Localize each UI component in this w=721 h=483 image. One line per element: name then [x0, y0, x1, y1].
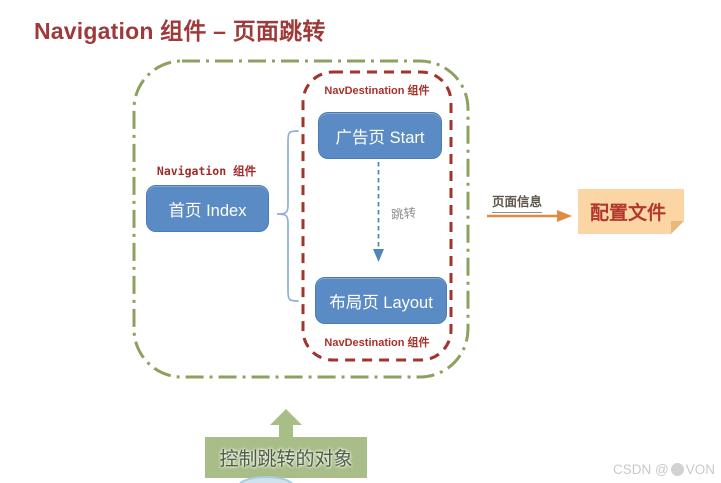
watermark: CSDN @ VON	[613, 462, 715, 477]
page-title: Navigation 组件 – 页面跳转	[34, 18, 326, 44]
brace-connector	[276, 130, 299, 302]
index-page-node: 首页 Index	[146, 185, 269, 232]
control-arrow-stem	[279, 424, 293, 438]
page-info-label: 页面信息	[492, 191, 543, 213]
note-folded-corner	[671, 221, 684, 234]
watermark-suffix: VON	[685, 462, 715, 477]
layout-page-node: 布局页 Layout	[315, 277, 447, 324]
config-file-note: 配置文件	[578, 189, 684, 234]
navdestination-top-label: NavDestination 组件	[324, 85, 430, 97]
navigation-group-label: Navigation 组件	[156, 164, 257, 178]
jump-arrow	[373, 162, 384, 262]
jump-arrow-label: 跳转	[390, 205, 417, 223]
navdestination-bottom-label: NavDestination 组件	[324, 337, 430, 349]
watermark-prefix: CSDN @	[613, 462, 669, 477]
watermark-avatar-icon	[670, 463, 684, 476]
control-target-box: 控制跳转的对象	[205, 437, 367, 478]
navdestination-container-border	[301, 70, 453, 362]
page-info-arrow	[487, 210, 572, 222]
start-page-node: 广告页 Start	[318, 112, 442, 159]
config-file-note-text: 配置文件	[590, 203, 667, 224]
control-arrow-head	[270, 409, 302, 425]
navigation-container-border	[132, 59, 470, 379]
